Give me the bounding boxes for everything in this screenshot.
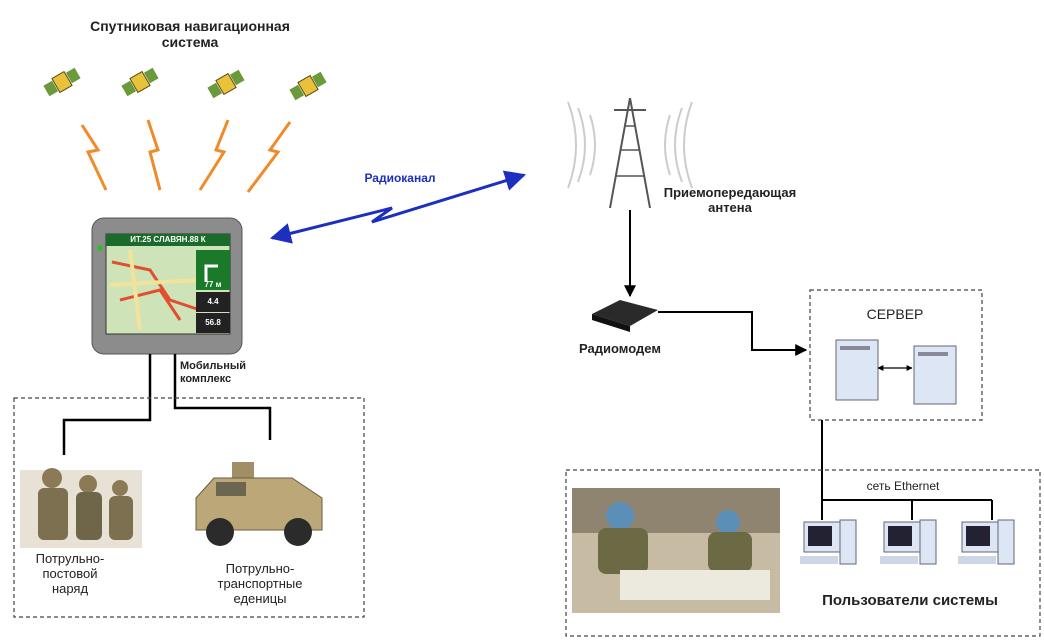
radio-channel-arrow <box>269 170 527 244</box>
armored-vehicle-image <box>195 462 323 546</box>
satellite-icon <box>43 67 81 97</box>
signal-bolt <box>80 124 108 191</box>
mobile-complex-label: Мобильный комплекс <box>180 360 246 385</box>
signal-bolt <box>246 121 292 193</box>
satellite-system-label: Спутниковая навигационная система <box>90 18 290 51</box>
gps-screen-distance: 77 м <box>204 280 222 289</box>
radiomodem-icon <box>592 300 658 332</box>
gps-screen-top: ИТ.25 СЛАВЯН.88 К <box>130 235 206 244</box>
antenna-label: Приемопередающая антена <box>663 185 797 215</box>
signal-bolt <box>198 119 230 191</box>
radiomodem-label: Радиомодем <box>579 341 661 356</box>
server-label: СЕРВЕР <box>866 306 924 322</box>
cable-line <box>173 354 272 440</box>
computer-icon <box>880 519 937 565</box>
modem-to-server-arrow <box>658 311 808 356</box>
computer-icon <box>958 519 1015 565</box>
ethernet-label: сеть Ethernet <box>866 479 940 493</box>
operators-photo <box>572 488 780 613</box>
gps-device <box>91 217 243 355</box>
field-units-box <box>13 397 365 618</box>
patrol-post-label: Потрульно- постовой наряд <box>35 551 105 596</box>
server-icon <box>835 339 879 401</box>
satellite-icon <box>289 71 327 101</box>
computer-icon <box>800 519 857 565</box>
satellite-icon <box>207 69 245 99</box>
gps-screen-value2: 56.8 <box>205 318 221 327</box>
signal-bolt <box>146 119 162 191</box>
patrol-transport-label: Потрульно- транспортные еденицы <box>217 561 303 606</box>
satellite-icon <box>121 67 159 97</box>
cable-line <box>62 354 152 455</box>
patrol-soldiers-image <box>20 468 142 548</box>
server-box <box>809 289 983 421</box>
gps-screen-value1: 4.4 <box>207 297 219 306</box>
users-box <box>565 469 1041 637</box>
users-label: Пользователи системы <box>822 592 998 609</box>
server-icon <box>913 345 957 405</box>
radio-channel-label: Радиоканал <box>364 171 436 185</box>
antenna-tower <box>567 97 693 209</box>
